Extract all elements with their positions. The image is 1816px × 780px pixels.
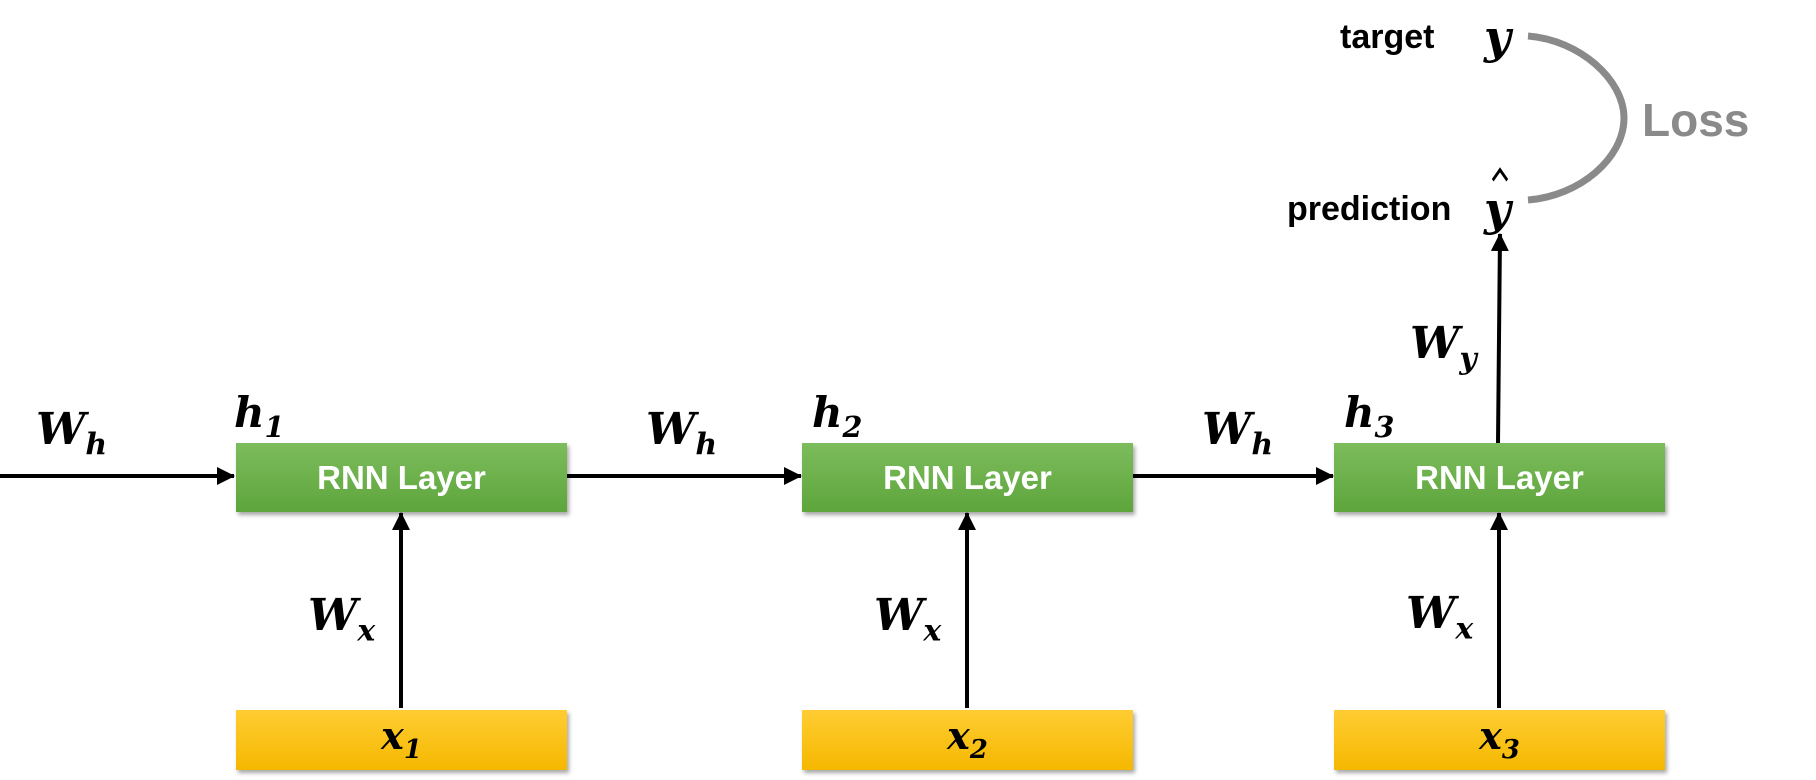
input-weight-label-3: Wx [1406,588,1474,647]
target-label: target [1340,18,1435,56]
rnn-layer-2: RNN Layer [802,443,1133,512]
input-symbol-1: x1 [381,712,422,765]
output-weight-label: Wy [1410,318,1477,377]
loss-bracket [1527,32,1628,204]
hidden-weight-label-2: Wh [1202,404,1274,463]
input-weight-label-1: Wx [308,590,376,649]
input-box-2: x2 [802,710,1133,770]
output-arrow [1490,233,1509,444]
input-box-1: x1 [236,710,567,770]
input-symbol-3: x3 [1479,712,1520,765]
loss-label: Loss [1642,94,1750,146]
hidden-state-label-3: h3 [1344,388,1395,444]
input-box-3: x3 [1334,710,1665,770]
rnn-layer-label: RNN Layer [1415,458,1584,496]
rnn-layer-1: RNN Layer [236,443,567,512]
rnn-layer-3: RNN Layer [1334,443,1665,512]
hidden-state-label-2: h2 [812,388,863,444]
rnn-layer-label: RNN Layer [317,458,486,496]
input-symbol-2: x2 [947,712,988,765]
hidden-weight-label-0: Wh [36,404,108,463]
rnn-layer-label: RNN Layer [883,458,1052,496]
hidden-weight-label-1: Wh [646,404,718,463]
prediction-label: prediction [1287,190,1452,228]
prediction-symbol: y [1484,182,1511,236]
hidden-state-label-1: h1 [234,388,285,444]
input-weight-label-2: Wx [874,590,942,649]
target-symbol: y [1484,10,1511,64]
